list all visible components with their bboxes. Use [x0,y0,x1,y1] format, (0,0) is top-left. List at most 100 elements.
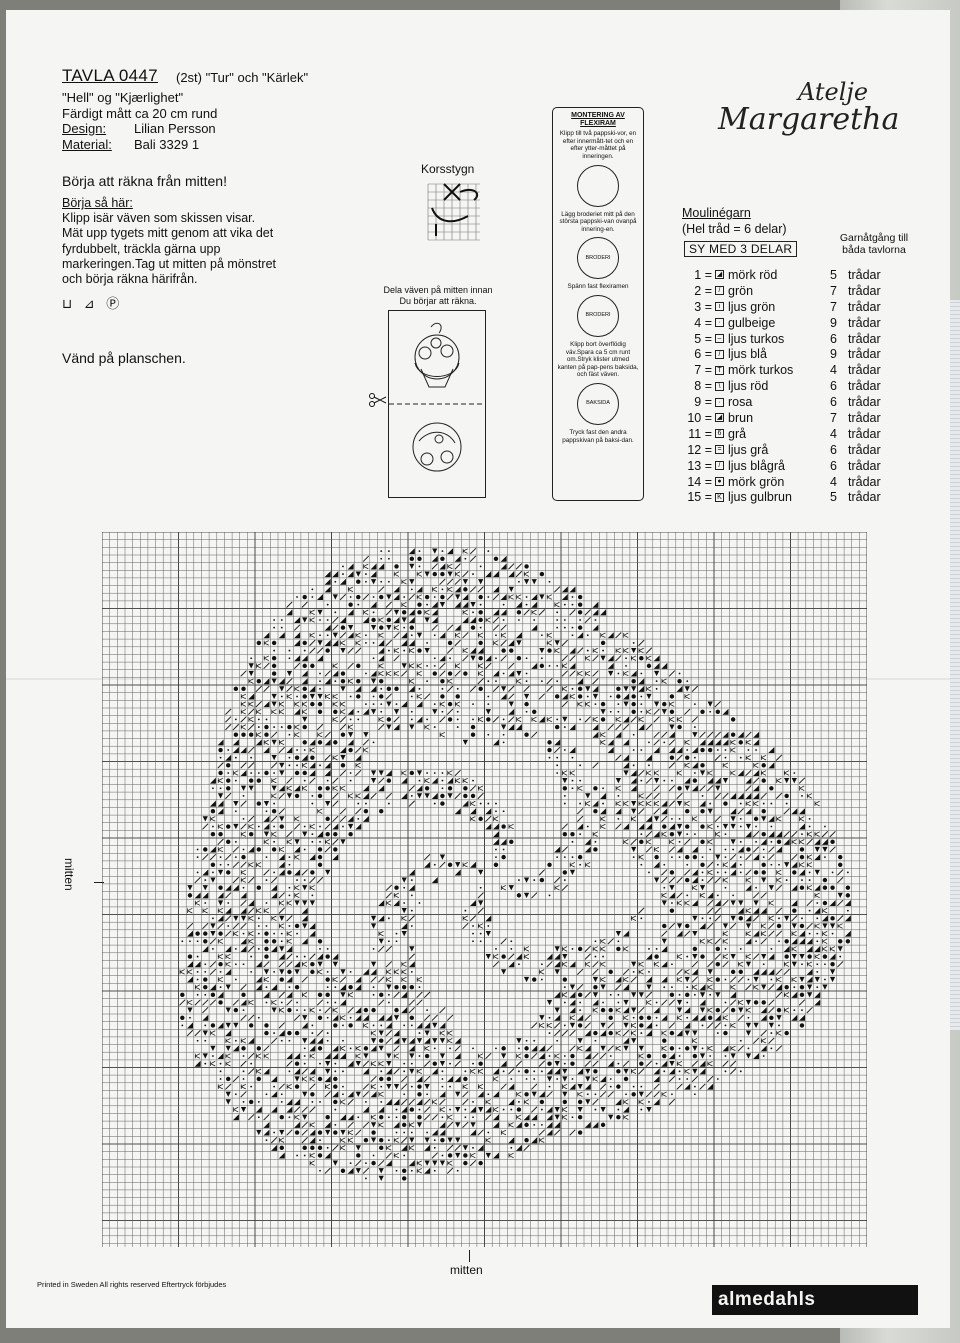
chart-stitch-symbol [263,1129,270,1136]
chart-stitch-symbol [653,747,660,754]
chart-stitch-symbol [309,769,316,776]
chart-stitch-symbol [492,685,500,692]
chart-stitch-symbol [393,1030,400,1037]
chart-stitch-symbol [724,886,727,889]
chart-stitch-symbol [248,1037,255,1044]
chart-stitch-symbol [738,969,743,975]
chart-stitch-symbol [242,1101,245,1103]
chart-stitch-symbol [816,963,819,966]
chart-stitch-symbol [270,1137,278,1144]
chart-stitch-symbol [309,609,315,615]
chart-stitch-symbol [225,754,232,761]
chart-stitch-symbol [387,1139,390,1142]
chart-stitch-symbol [752,777,760,784]
chart-stitch-symbol [669,1030,675,1036]
chart-stitch-symbol [761,1000,766,1005]
chart-stitch-symbol [523,1099,530,1105]
chart-stitch-symbol [370,563,377,570]
chart-stitch-symbol [707,984,713,990]
chart-stitch-symbol [279,686,285,692]
chart-stitch-symbol [479,565,482,568]
chart-stitch-symbol [332,701,338,707]
chart-stitch-symbol [623,1007,630,1014]
chart-stitch-symbol [324,769,331,776]
chart-stitch-symbol [279,762,285,768]
chart-stitch-symbol [393,1045,400,1052]
chart-stitch-symbol [332,785,338,791]
chart-stitch-symbol [286,747,293,754]
chart-stitch-symbol [615,931,621,937]
chart-stitch-symbol [194,984,201,990]
chart-stitch-symbol [179,969,185,975]
chart-stitch-symbol [531,1091,537,1097]
chart-stitch-symbol [456,726,459,728]
chart-stitch-symbol [357,817,360,820]
chart-stitch-symbol [362,1068,369,1075]
chart-stitch-symbol [401,877,407,883]
chart-stitch-symbol [240,938,247,945]
chart-stitch-symbol [600,609,607,616]
chart-stitch-symbol [563,603,566,606]
chart-stitch-symbol [311,588,314,591]
chart-stitch-symbol [799,785,805,791]
chart-stitch-symbol [539,1022,545,1029]
chart-stitch-symbol [424,793,430,799]
chart-stitch-symbol [830,839,835,845]
chart-stitch-symbol [408,961,415,968]
chart-stitch-symbol [378,617,384,623]
chart-stitch-symbol [248,1099,254,1105]
chart-stitch-symbol [271,847,277,852]
chart-stitch-symbol [363,609,369,615]
chart-stitch-symbol [801,879,803,881]
chart-stitch-symbol [372,741,375,744]
chart-stitch-symbol [648,871,650,874]
chart-stitch-symbol [332,800,339,807]
chart-stitch-symbol [608,1015,613,1020]
chart-stitch-symbol [332,823,339,830]
chart-stitch-symbol [380,1024,383,1027]
chart-stitch-symbol [423,1114,431,1121]
chart-stitch-symbol [693,703,696,706]
chart-stitch-symbol [791,831,798,838]
chart-stitch-symbol [242,1055,245,1057]
chart-stitch-symbol [296,764,298,767]
chart-stitch-symbol [707,969,713,975]
chart-stitch-symbol [410,718,413,721]
chart-stitch-symbol [339,632,347,639]
chart-stitch-symbol [340,1099,346,1105]
chart-stitch-symbol [324,823,331,830]
norwegian-title: "Hell" og "Kjærlighet" [62,90,184,105]
chart-stitch-symbol [485,1106,492,1113]
chart-stitch-symbol [492,616,500,624]
chart-stitch-symbol [518,619,520,621]
cross-stitch-title: Korsstygn [421,162,475,176]
chart-stitch-symbol [333,831,338,837]
chart-stitch-symbol [423,853,431,861]
chart-stitch-symbol [508,586,514,592]
chart-stitch-symbol [700,709,705,714]
chart-stitch-symbol [370,1038,377,1044]
chart-stitch-symbol [701,1024,704,1027]
chart-stitch-symbol [600,792,607,799]
chart-stitch-symbol [379,1076,384,1082]
chart-stitch-symbol [326,1032,329,1034]
chart-stitch-symbol [663,741,666,744]
chart-stitch-symbol [563,795,566,797]
chart-stitch-symbol [385,1029,393,1037]
chart-stitch-symbol [324,762,331,769]
chart-stitch-symbol [592,762,599,769]
chart-stitch-symbol [729,976,737,983]
chart-stitch-symbol [645,792,653,800]
chart-stitch-symbol [615,731,622,738]
chart-stitch-symbol [500,655,507,662]
chart-stitch-symbol [816,902,819,904]
chart-stitch-symbol [640,863,643,866]
chart-stitch-symbol [317,939,323,944]
chart-stitch-symbol [263,685,270,692]
chart-stitch-symbol [631,655,637,661]
chart-stitch-symbol [584,716,591,723]
chart-stitch-symbol [784,778,790,784]
center-mark-left [94,882,104,883]
chart-stitch-symbol [686,986,689,989]
